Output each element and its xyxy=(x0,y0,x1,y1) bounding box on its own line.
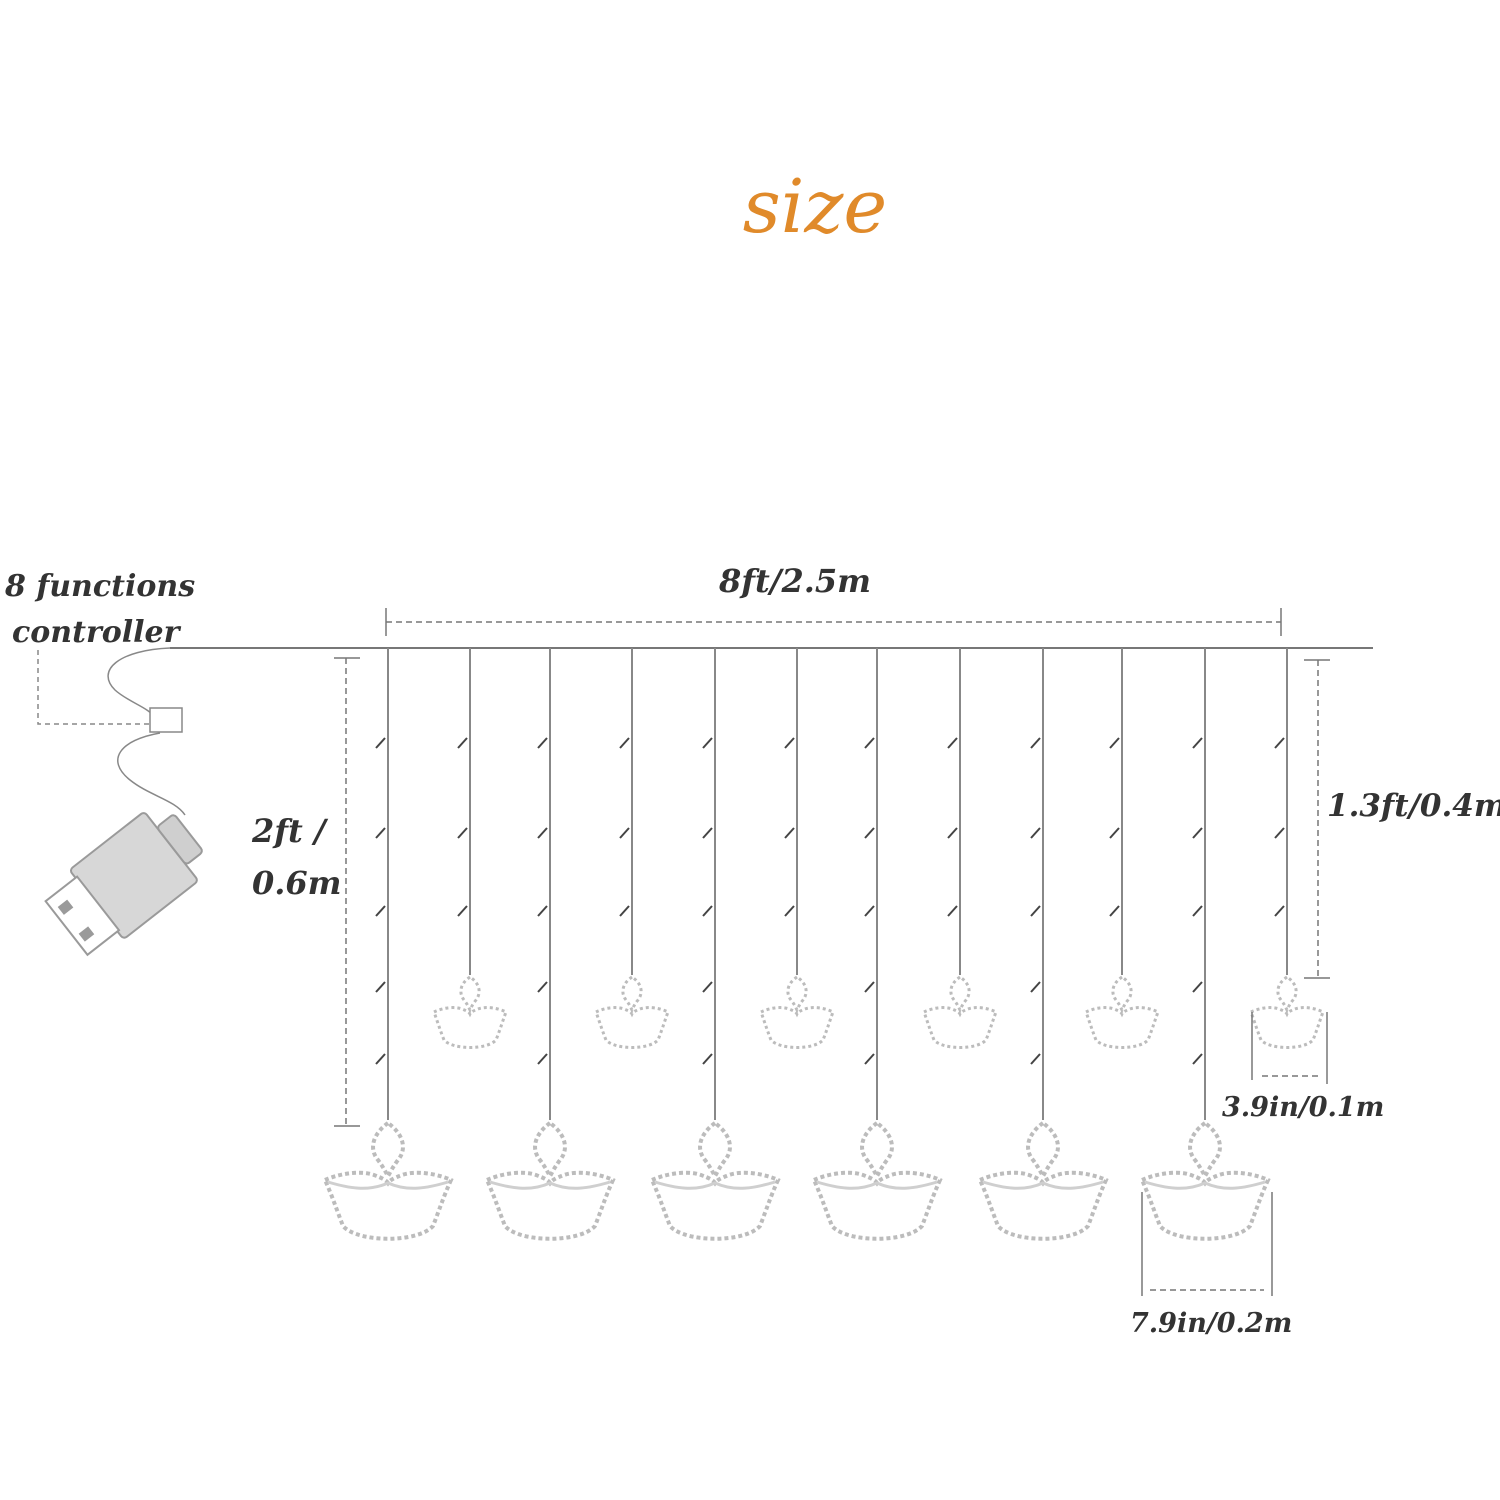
led-bulb xyxy=(1192,905,1203,917)
led-bulb xyxy=(537,981,548,993)
controller-box-icon xyxy=(149,707,183,733)
led-bulb xyxy=(375,827,386,839)
led-bulb xyxy=(1274,827,1285,839)
long-strand xyxy=(650,648,780,1241)
short-strand xyxy=(432,648,508,1049)
led-bulb xyxy=(375,981,386,993)
usb-plug-icon xyxy=(44,812,203,957)
led-bulb xyxy=(1030,981,1041,993)
large-lamp-dimension: 7.9in/0.2m xyxy=(1130,1192,1292,1339)
controller-assembly: 8 functions controller xyxy=(4,569,203,957)
led-bulb xyxy=(784,827,795,839)
width-label: 8ft/2.5m xyxy=(718,562,871,600)
led-bulb xyxy=(784,905,795,917)
diya-lamp-icon xyxy=(922,975,998,1049)
led-bulb xyxy=(947,827,958,839)
led-bulb xyxy=(864,905,875,917)
led-bulb xyxy=(1030,737,1041,749)
led-bulb xyxy=(457,827,468,839)
controller-label-line1: 8 functions xyxy=(4,569,195,604)
led-bulb xyxy=(1030,905,1041,917)
led-bulb xyxy=(1192,827,1203,839)
controller-label-line2: controller xyxy=(12,615,182,650)
led-bulb xyxy=(864,981,875,993)
led-bulb xyxy=(1030,1053,1041,1065)
long-drop-dimension: 2ft / 0.6m xyxy=(251,657,360,1127)
led-bulb xyxy=(537,737,548,749)
led-bulb xyxy=(784,737,795,749)
led-bulb xyxy=(375,737,386,749)
led-bulb xyxy=(1030,827,1041,839)
long-strand xyxy=(485,648,615,1241)
diya-lamp-icon xyxy=(759,975,835,1049)
diya-lamp-icon xyxy=(1084,975,1160,1049)
short-drop-dimension: 1.3ft/0.4m xyxy=(1304,659,1500,979)
led-bulb xyxy=(702,827,713,839)
diya-lamp-icon xyxy=(594,975,670,1049)
short-strand xyxy=(759,648,835,1049)
led-bulb xyxy=(537,905,548,917)
led-bulb xyxy=(537,1053,548,1065)
diya-lamp-icon xyxy=(650,1121,780,1241)
led-bulb xyxy=(619,905,630,917)
led-bulb xyxy=(375,1053,386,1065)
led-bulb xyxy=(1274,905,1285,917)
led-bulb xyxy=(1192,1053,1203,1065)
led-bulb xyxy=(537,827,548,839)
short-strand xyxy=(594,648,670,1049)
led-bulb xyxy=(619,827,630,839)
short-strand xyxy=(922,648,998,1049)
led-bulb xyxy=(619,737,630,749)
strand-group xyxy=(323,648,1325,1241)
led-bulb xyxy=(1192,737,1203,749)
led-bulb xyxy=(1109,905,1120,917)
led-bulb xyxy=(457,737,468,749)
long-strand xyxy=(1140,648,1270,1241)
led-bulb xyxy=(947,905,958,917)
diya-lamp-icon xyxy=(432,975,508,1049)
long-strand xyxy=(323,648,453,1241)
led-bulb xyxy=(1274,737,1285,749)
led-bulb xyxy=(457,905,468,917)
diya-lamp-icon xyxy=(485,1121,615,1241)
long-strand xyxy=(812,648,942,1241)
led-bulb xyxy=(1109,737,1120,749)
led-bulb xyxy=(702,737,713,749)
long-drop-label-line2: 0.6m xyxy=(252,864,342,902)
short-strand xyxy=(1249,648,1325,1049)
page-title: size xyxy=(743,164,887,250)
led-bulb xyxy=(702,981,713,993)
led-bulb xyxy=(375,905,386,917)
short-strand xyxy=(1084,648,1160,1049)
diya-lamp-icon xyxy=(978,1121,1108,1241)
long-strand xyxy=(978,648,1108,1241)
led-bulb xyxy=(864,737,875,749)
long-drop-label-line1: 2ft / xyxy=(251,812,329,850)
diya-lamp-icon xyxy=(1140,1121,1270,1241)
led-bulb xyxy=(947,737,958,749)
short-drop-label: 1.3ft/0.4m xyxy=(1327,788,1500,824)
large-lamp-label: 7.9in/0.2m xyxy=(1130,1308,1292,1339)
led-bulb xyxy=(1109,827,1120,839)
led-bulb xyxy=(702,905,713,917)
led-bulb xyxy=(702,1053,713,1065)
led-bulb xyxy=(864,1053,875,1065)
led-bulb xyxy=(864,827,875,839)
small-lamp-dimension: 3.9in/0.1m xyxy=(1222,1012,1384,1123)
small-lamp-label: 3.9in/0.1m xyxy=(1222,1092,1384,1123)
width-dimension: 8ft/2.5m xyxy=(385,562,1282,636)
diya-lamp-icon xyxy=(1249,975,1325,1049)
diya-lamp-icon xyxy=(812,1121,942,1241)
led-bulb xyxy=(1192,981,1203,993)
diya-lamp-icon xyxy=(323,1121,453,1241)
